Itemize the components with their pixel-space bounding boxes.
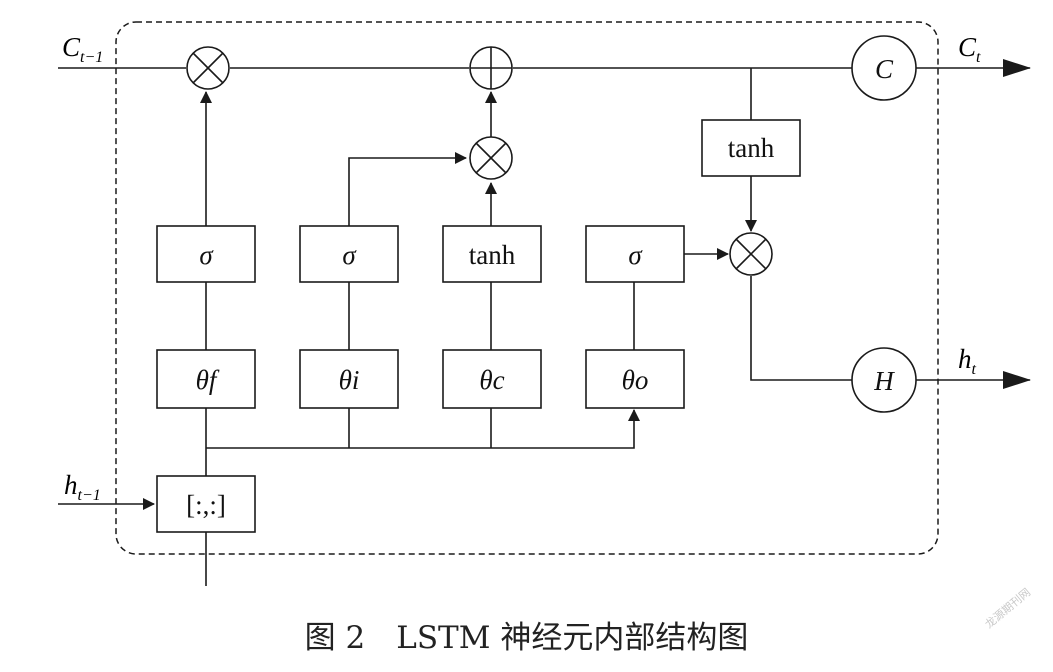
h-out-main: h (958, 344, 972, 374)
input-gate-arrow (348, 152, 467, 226)
figure-caption: 图 2 LSTM 神经元内部结构图 (304, 620, 749, 656)
theta-i-label: θi (339, 365, 360, 395)
sigma-f-label: σ (199, 240, 214, 270)
c-out-label: Ct (958, 32, 981, 66)
sigma-o-box (585, 225, 685, 283)
tanh-c-box (442, 225, 542, 283)
theta-c-label: θc (479, 365, 504, 395)
cell-output-label: C (875, 54, 894, 84)
theta-i-box (299, 349, 399, 409)
cell-output-node (851, 35, 917, 101)
input-multiply-node (469, 136, 513, 180)
sigma-i-label: σ (342, 240, 357, 270)
h-out-label: ht (958, 344, 977, 378)
forget-multiply-node (186, 46, 230, 90)
c-out-sub: t (976, 49, 981, 66)
theta-c-box (442, 349, 542, 409)
c-prev-main: C (62, 32, 81, 62)
h-prev-label: ht−1 (64, 470, 101, 504)
hidden-output-label: H (873, 366, 895, 396)
c-prev-label: Ct−1 (62, 32, 103, 66)
sigma-i-box (299, 225, 399, 283)
cell-boundary (115, 21, 939, 555)
concat-label: [:,:] (186, 490, 226, 520)
add-node (469, 46, 513, 90)
concat-box (156, 475, 256, 533)
tanh-c-label: tanh (469, 240, 516, 270)
theta-f-label: θf (196, 365, 220, 395)
h-out-sub: t (972, 361, 977, 378)
h-prev-main: h (64, 470, 78, 500)
tanh-cell-box (701, 119, 801, 177)
output-multiply-node (729, 232, 773, 276)
input-bus (206, 409, 640, 449)
tanh-cell-label: tanh (728, 133, 775, 163)
theta-f-box (156, 349, 256, 409)
c-prev-sub: t−1 (80, 49, 103, 66)
theta-o-label: θo (622, 365, 649, 395)
hidden-output-node (851, 347, 917, 413)
sigma-o-label: σ (628, 240, 643, 270)
theta-o-box (585, 349, 685, 409)
h-prev-sub: t−1 (78, 487, 101, 504)
c-out-main: C (958, 32, 977, 62)
sigma-f-box (156, 225, 256, 283)
mult-to-h-line (750, 276, 852, 381)
